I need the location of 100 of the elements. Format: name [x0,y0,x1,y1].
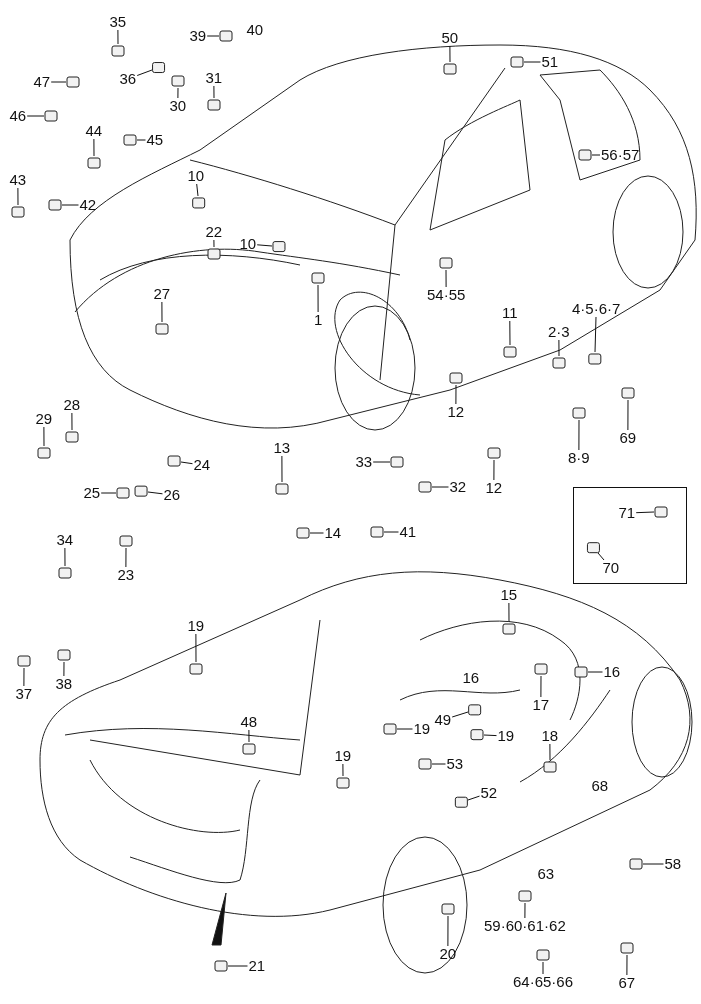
leader-line [627,399,629,431]
leader-line [597,552,605,561]
callout-number: 8·9 [567,450,591,466]
leader-line [64,547,66,567]
callout-number: 12 [446,404,466,420]
leader-line [50,81,67,83]
callout-number: 19 [186,618,206,634]
leader-line [524,902,526,919]
callout-number: 48 [239,714,259,730]
callout-number: 49 [433,712,453,728]
leader-line [71,412,73,431]
callout-number: 34 [55,532,75,548]
leader-line [445,269,447,288]
leader-line [61,204,79,206]
leader-line [281,455,283,483]
callout-number: 42 [78,197,98,213]
leader-line [136,139,146,141]
leader-line [196,183,199,197]
callout-number: 16 [461,670,481,686]
leader-line [642,863,664,865]
callout-number: 50 [440,30,460,46]
leader-line [372,461,391,463]
leader-line [180,461,193,465]
callout-number: 54·55 [426,287,467,303]
callout-number: 20 [438,946,458,962]
callout-number: 25 [82,485,102,501]
inset-frame [573,487,687,584]
leader-line [63,661,65,677]
callout-number: 27 [152,286,172,302]
callout-number: 26 [162,487,182,503]
callout-number: 4·5·6·7 [571,301,622,317]
leader-line [549,743,551,761]
callout-number: 30 [168,98,188,114]
leader-line [125,547,127,568]
leader-line [43,426,45,447]
callout-number: 45 [145,132,165,148]
leader-line [578,419,580,451]
callout-number: 39 [188,28,208,44]
callout-number: 58 [663,856,683,872]
leader-line [508,602,510,623]
leader-line [309,532,324,534]
leader-line [93,138,95,157]
leader-line [467,795,480,801]
leader-line [493,459,495,481]
leader-line [451,711,469,718]
leader-line [213,85,215,99]
leader-line [100,492,117,494]
leader-line [342,763,344,777]
callout-number: 53 [445,756,465,772]
leader-line [117,29,119,45]
leader-line [396,728,413,730]
leader-line [17,187,19,206]
leader-line [317,284,319,313]
leader-line [431,763,446,765]
callout-number: 69 [618,430,638,446]
leader-line [248,729,250,743]
callout-number: 56·57 [600,147,641,163]
callout-number: 59·60·61·62 [483,918,567,934]
leader-line [542,961,544,975]
callout-number: 23 [116,567,136,583]
callout-number: 19 [333,748,353,764]
callout-number: 13 [272,440,292,456]
callout-number: 31 [204,70,224,86]
leader-line [523,61,541,63]
callout-number: 38 [54,676,74,692]
callout-number: 44 [84,123,104,139]
leader-line [594,316,597,353]
callout-number: 21 [247,958,267,974]
callout-number: 2·3 [547,324,571,340]
leader-line [256,244,273,247]
leader-line [558,339,560,357]
callout-number: 19 [496,728,516,744]
callout-number: 68 [590,778,610,794]
leader-line [431,486,449,488]
callout-number: 40 [245,22,265,38]
leader-line [447,915,449,947]
leader-line [483,734,497,737]
leader-line [509,320,511,346]
leader-line [195,633,197,663]
callout-number: 18 [540,728,560,744]
callout-number: 46 [8,108,28,124]
leader-line [587,671,603,673]
callout-number: 71 [617,505,637,521]
callout-number: 63 [536,866,556,882]
callout-number: 47 [32,74,52,90]
callout-number: 11 [501,305,519,321]
leader-line [383,531,399,533]
callout-number: 33 [354,454,374,470]
callout-number: 10 [186,168,206,184]
callout-number: 16 [602,664,622,680]
leader-line [449,45,451,63]
callout-number: 1 [313,312,324,328]
callout-number: 37 [14,686,34,702]
leader-line [635,511,655,514]
callout-number: 64·65·66 [512,974,575,990]
leader-line [591,154,601,156]
callout-number: 24 [192,457,212,473]
leader-line [626,954,628,976]
leader-line [26,115,45,117]
callout-number: 32 [448,479,468,495]
